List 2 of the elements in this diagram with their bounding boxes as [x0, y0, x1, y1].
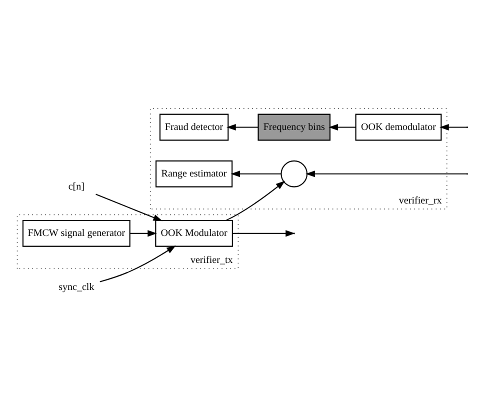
node-text: c[n] [68, 181, 84, 192]
node-text: sync_clk [58, 282, 94, 293]
